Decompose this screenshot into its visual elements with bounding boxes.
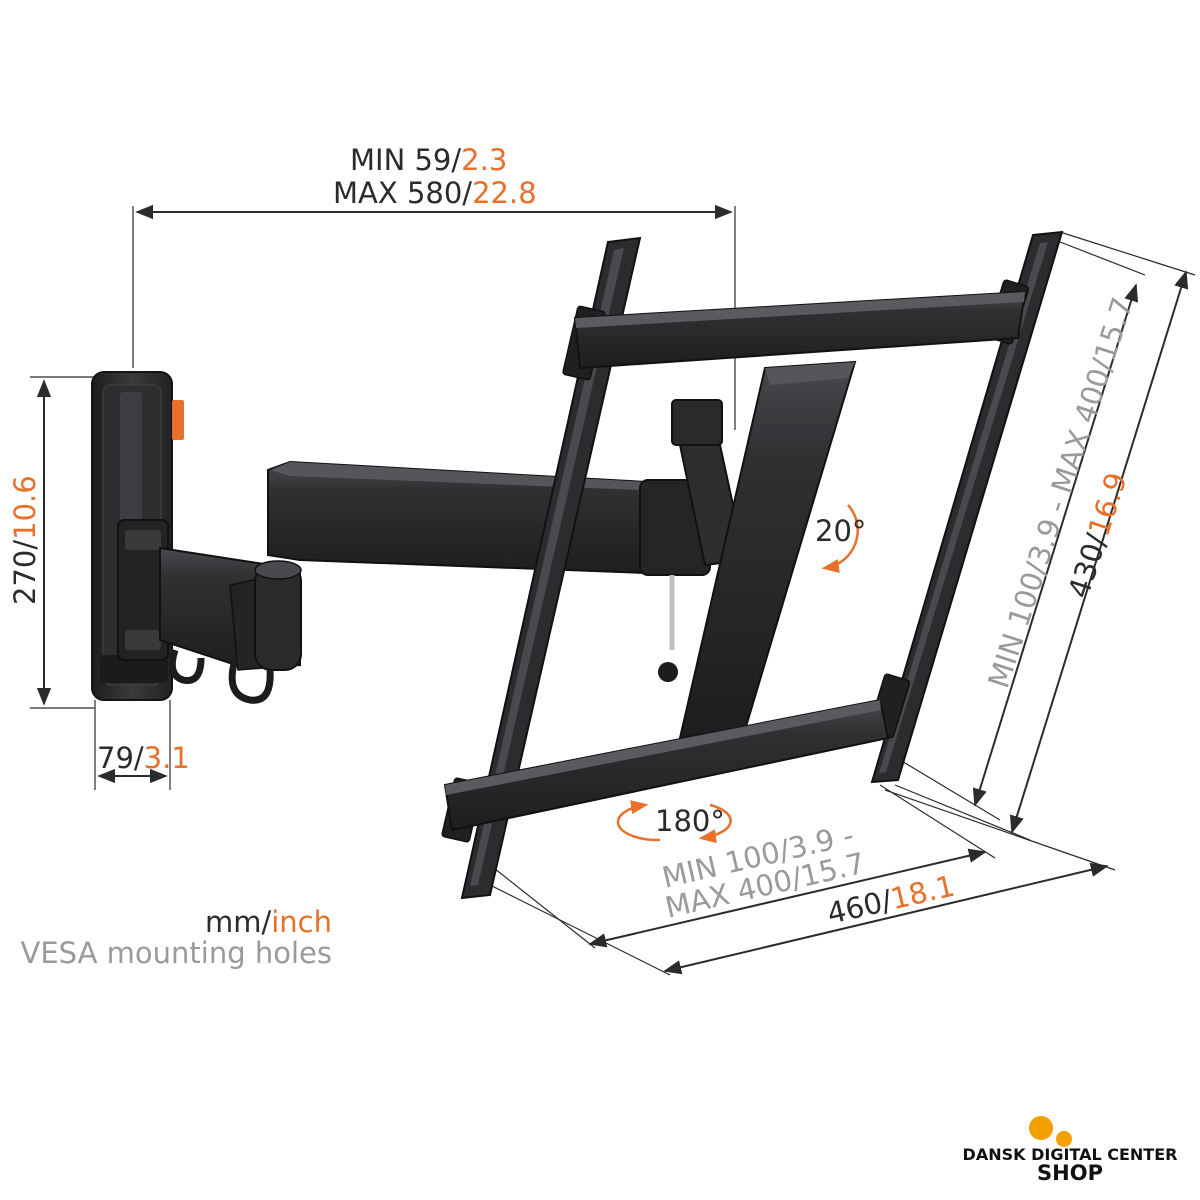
bottom-horizontal-bar [443,698,890,832]
tilt-angle-label: 20° [815,514,866,548]
second-arm-segment [267,460,711,577]
plate-height-label: 270/10.6 [8,475,42,605]
overall-height-dimension-line [1009,270,1189,834]
first-arm-segment [159,546,302,704]
tilt-indicator: 20° [815,504,866,573]
overall-width-dimension-line [663,862,1109,975]
logo-dot-large [1029,1116,1053,1140]
wall-mount-illustration [91,230,1064,900]
rotate-indicator: 180° [616,800,732,844]
units-label: mm/inch [205,905,332,939]
arm-max-label: MAX 580/22.8 [333,176,537,210]
wall-hinge [117,519,169,661]
logo-dot-small [1056,1131,1072,1147]
units-legend: mm/inch VESA mounting holes [21,905,332,970]
plate-width-label: 79/3.1 [97,741,190,775]
dimension-lines [30,204,1196,976]
shop-logo: DANSK DIGITAL CENTER SHOP [963,1116,1178,1185]
logo-line-2: SHOP [1037,1161,1103,1185]
logo-line-1: DANSK DIGITAL CENTER [963,1145,1178,1164]
right-vertical-rail [867,230,1064,784]
top-horizontal-bar [573,290,1027,370]
rotate-angle-label: 180° [655,804,725,838]
orange-safety-tab [172,400,184,440]
overall-width-label: 460/18.1 [824,869,958,931]
vesa-legend-label: VESA mounting holes [21,936,332,970]
arm-min-label: MIN 59/2.3 [350,143,507,177]
